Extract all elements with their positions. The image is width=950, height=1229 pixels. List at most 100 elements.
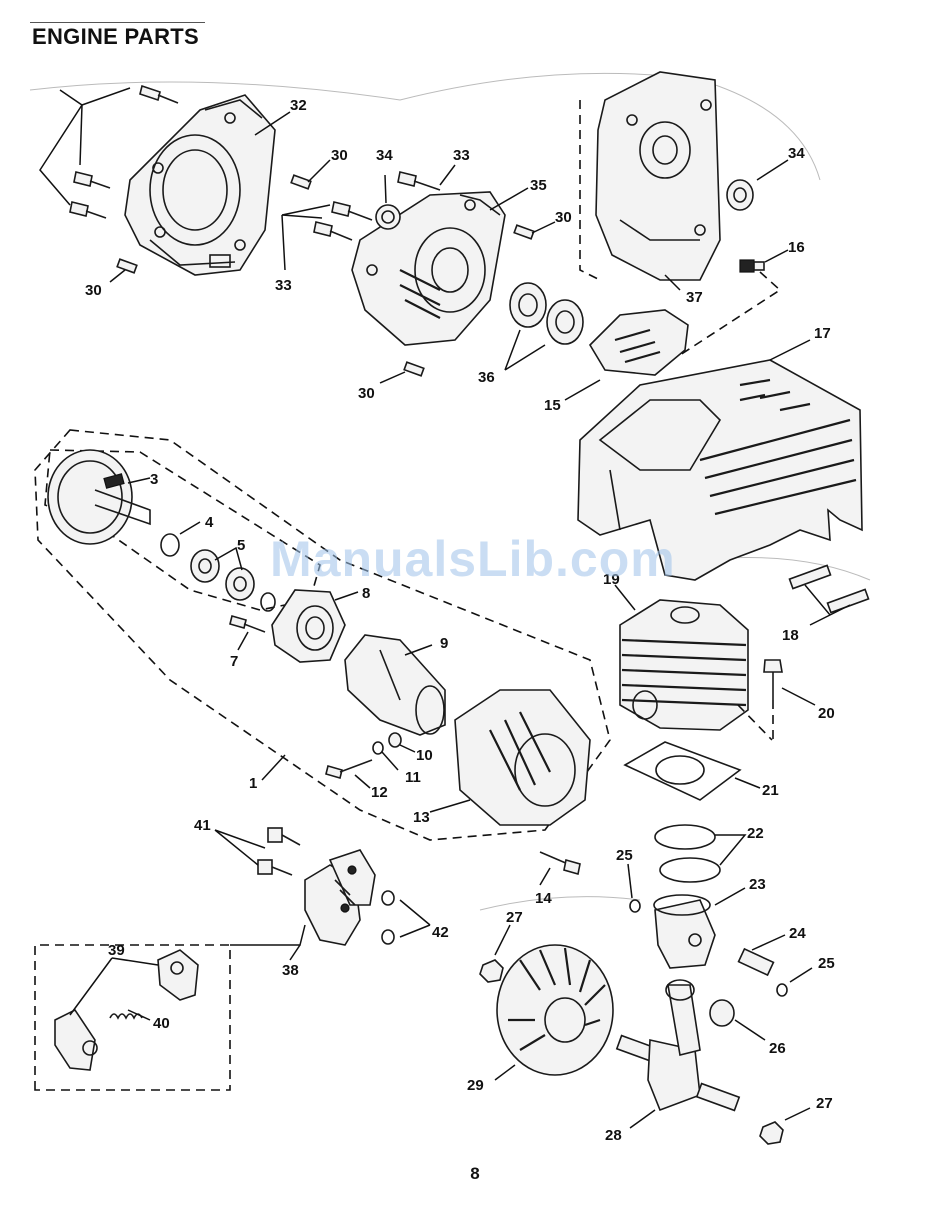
screw	[140, 86, 178, 103]
plug	[740, 260, 764, 272]
clutch-housing	[272, 590, 345, 662]
bearing	[226, 568, 254, 600]
callout-21: 21	[762, 782, 779, 799]
callout-1: 1	[249, 775, 257, 792]
callout-41: 41	[194, 817, 211, 834]
callout-30-c: 30	[555, 209, 572, 226]
oil-seal	[376, 205, 400, 229]
crankcase-center	[352, 192, 505, 345]
callout-14: 14	[535, 890, 552, 907]
screw	[230, 616, 265, 632]
bolt	[764, 660, 782, 700]
callout-36: 36	[478, 369, 495, 386]
callout-10: 10	[416, 747, 433, 764]
callout-35: 35	[530, 177, 547, 194]
needle-bearing	[710, 1000, 734, 1026]
clutch-drum	[48, 450, 150, 544]
nut	[760, 1122, 783, 1144]
callout-13: 13	[413, 809, 430, 826]
callout-25-a: 25	[616, 847, 633, 864]
callout-34-a: 34	[376, 147, 393, 164]
callout-25-b: 25	[818, 955, 835, 972]
screw	[74, 172, 110, 188]
callout-34-b: 34	[788, 145, 805, 162]
stud	[789, 565, 830, 588]
callout-27-b: 27	[816, 1095, 833, 1112]
callout-23: 23	[749, 876, 766, 893]
cylinder-gasket	[625, 742, 740, 800]
dowel-pin	[404, 362, 424, 376]
page-number: 8	[0, 1164, 950, 1184]
washer	[382, 930, 394, 944]
callout-27-a: 27	[506, 909, 523, 926]
dowel-pin	[291, 175, 311, 189]
callout-38: 38	[282, 962, 299, 979]
callout-20: 20	[818, 705, 835, 722]
callout-16: 16	[788, 239, 805, 256]
callout-40: 40	[153, 1015, 170, 1032]
flywheel	[497, 945, 613, 1075]
clutch-shoe-assembly	[305, 850, 375, 945]
stud	[827, 589, 868, 612]
crankcase-half-right	[596, 72, 720, 280]
piston	[654, 895, 715, 968]
callout-18: 18	[782, 627, 799, 644]
callout-26: 26	[769, 1040, 786, 1057]
callout-4: 4	[205, 514, 214, 531]
snap-ring	[161, 534, 179, 556]
screw	[540, 852, 580, 874]
background-outline	[480, 897, 640, 910]
callout-42: 42	[432, 924, 449, 941]
adapter	[345, 635, 445, 735]
retaining-clip	[777, 984, 787, 996]
crankcase-half-left	[125, 95, 275, 275]
callout-9: 9	[440, 635, 448, 652]
callout-37: 37	[686, 289, 703, 306]
clutch-shoe	[158, 950, 198, 1000]
shoulder-screw	[258, 860, 292, 875]
cover-piece	[590, 310, 688, 375]
callout-22: 22	[747, 825, 764, 842]
cylinder	[620, 600, 748, 730]
dowel-pin	[117, 259, 137, 273]
oil-seal	[727, 180, 753, 210]
washer	[389, 733, 401, 747]
gear-housing	[455, 690, 590, 825]
screw	[398, 172, 440, 190]
watermark: ManualsLib.com	[270, 530, 676, 588]
callout-12: 12	[371, 784, 388, 801]
callout-15: 15	[544, 397, 561, 414]
callout-39: 39	[108, 942, 125, 959]
screw	[314, 222, 352, 240]
nut	[480, 960, 503, 982]
callout-24: 24	[789, 925, 806, 942]
callout-11: 11	[405, 769, 421, 786]
callout-17: 17	[814, 325, 831, 342]
screw	[70, 202, 106, 218]
piston-ring	[655, 825, 715, 849]
piston-pin	[739, 949, 774, 975]
callout-28: 28	[605, 1127, 622, 1144]
callout-29: 29	[467, 1077, 484, 1094]
lock-washer	[373, 742, 383, 754]
screw	[332, 202, 372, 220]
callout-33-b: 33	[453, 147, 470, 164]
ball-bearing	[547, 300, 583, 344]
retaining-clip	[630, 900, 640, 912]
clutch-shoe	[55, 1010, 97, 1070]
callout-32: 32	[290, 97, 307, 114]
callout-30-d: 30	[358, 385, 375, 402]
shoulder-screw	[268, 828, 300, 845]
callout-3: 3	[150, 471, 158, 488]
screw	[326, 760, 372, 778]
dowel-pin	[514, 225, 534, 239]
piston-ring	[660, 858, 720, 882]
washer	[382, 891, 394, 905]
ball-bearing	[510, 283, 546, 327]
callout-5: 5	[237, 537, 245, 554]
callout-30-a: 30	[331, 147, 348, 164]
callout-30-b: 30	[85, 282, 102, 299]
callout-7: 7	[230, 653, 238, 670]
bearing	[191, 550, 219, 582]
